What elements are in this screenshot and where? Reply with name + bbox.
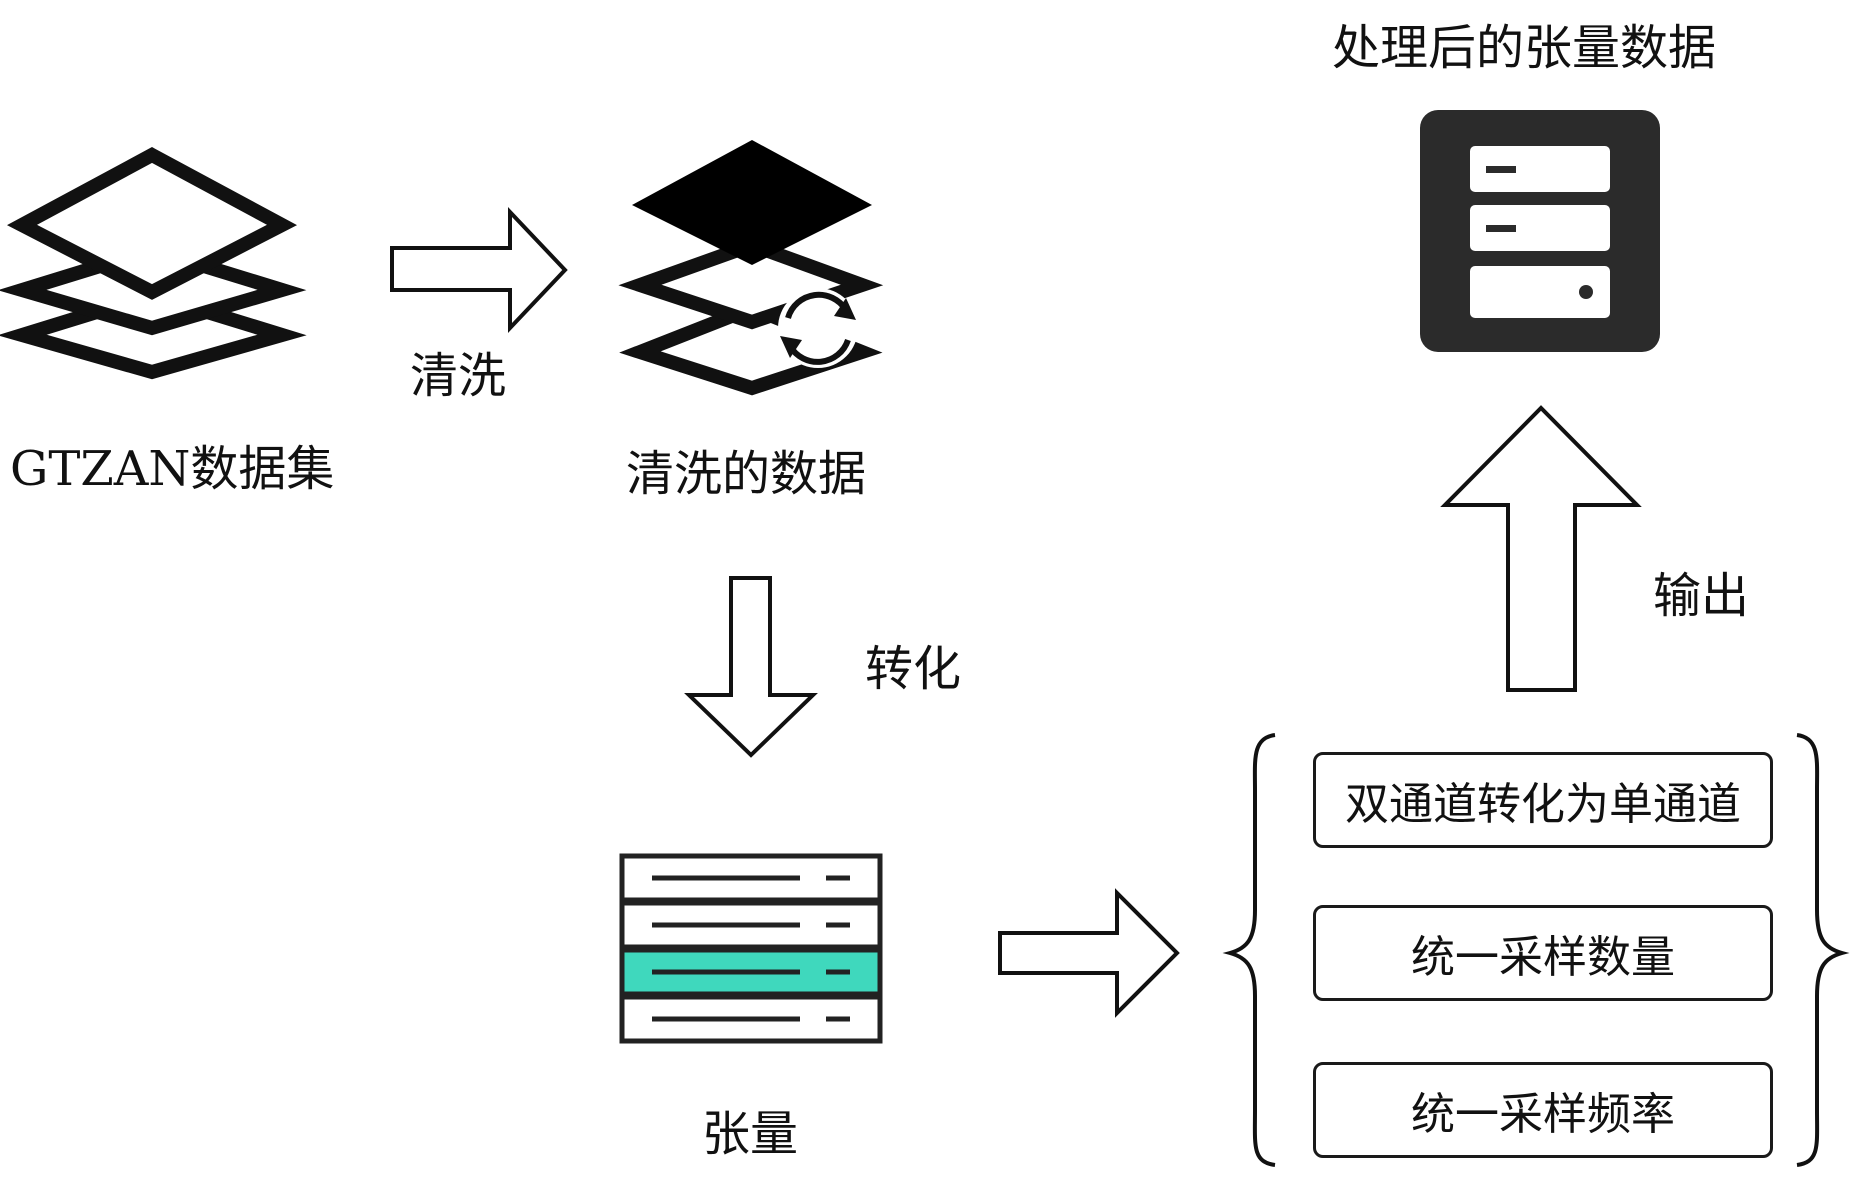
step-label: 统一采样数量 xyxy=(1411,932,1675,983)
cleaned-data-label: 清洗的数据 xyxy=(626,446,867,502)
server-icon xyxy=(1420,110,1660,352)
right-brace xyxy=(1796,733,1850,1167)
step-box-channel: 双通道转化为单通道 xyxy=(1313,752,1773,848)
convert-edge-label: 转化 xyxy=(865,641,962,697)
arrow-output xyxy=(1440,405,1642,692)
tensor-stack-icon xyxy=(619,853,883,1044)
step-box-sample-rate: 统一采样频率 xyxy=(1313,1062,1773,1158)
cleaned-layers-icon xyxy=(618,140,884,396)
dataset-label: GTZAN数据集 xyxy=(10,441,335,497)
arrow-to-steps xyxy=(998,888,1180,1018)
clean-edge-label: 清洗 xyxy=(410,348,507,404)
left-brace xyxy=(1222,733,1276,1167)
tensor-label: 张量 xyxy=(702,1106,799,1162)
step-label: 统一采样频率 xyxy=(1411,1089,1675,1140)
arrow-convert xyxy=(684,576,818,758)
output-edge-label: 输出 xyxy=(1653,568,1750,624)
step-box-sample-count: 统一采样数量 xyxy=(1313,905,1773,1001)
arrow-clean xyxy=(390,206,568,334)
step-label: 双通道转化为单通道 xyxy=(1345,779,1741,830)
layers-icon xyxy=(0,147,307,380)
output-label: 处理后的张量数据 xyxy=(1332,20,1717,76)
